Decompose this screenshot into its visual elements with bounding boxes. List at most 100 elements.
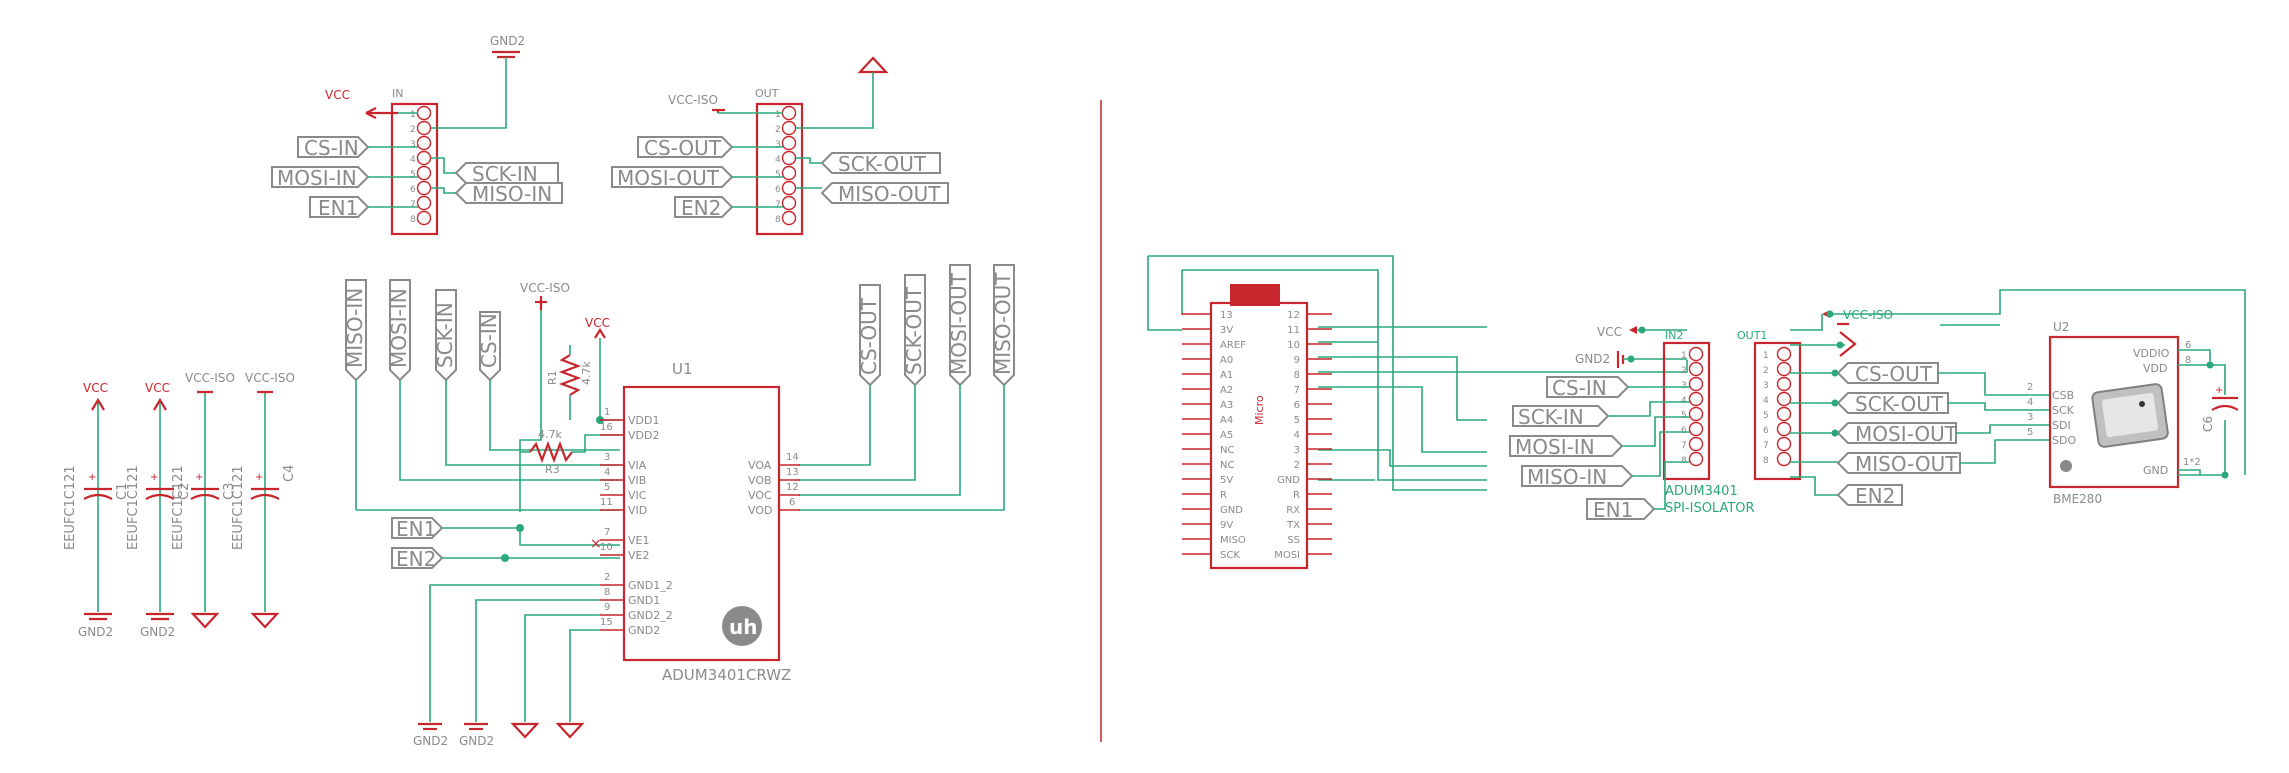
pin-num: 1 (604, 407, 610, 418)
vlabel: CS-OUT (857, 297, 881, 375)
micro-left-pin-label: NC (1220, 445, 1234, 456)
micro-left-pin-label: 3V (1220, 325, 1233, 336)
out-pin-number: 2 (775, 125, 781, 135)
en2-label: EN2 (681, 196, 721, 220)
en1-label: EN1 (1593, 498, 1633, 522)
vlabel: SCK-IN (433, 302, 457, 368)
svg-text:×: × (590, 536, 602, 552)
r3-name: R3 (545, 463, 560, 476)
cap-rail-label: VCC-ISO (185, 371, 235, 385)
micro-right-pin-label: 4 (1294, 430, 1300, 441)
pin-name: VOA (748, 459, 772, 472)
gnd2-label: GND2 (1575, 352, 1610, 366)
vertical-net-labels: MISO-IN MOSI-IN SCK-IN CS-IN CS-OUT SCK-… (343, 264, 1015, 511)
vlabel: MISO-OUT (991, 272, 1015, 375)
u2-part: BME280 (2053, 492, 2102, 506)
cs-in-label: CS-IN (304, 136, 359, 160)
u1-logo (722, 606, 762, 646)
out1-pin (1776, 406, 1792, 422)
out1-pin (1776, 376, 1792, 392)
micro-right-pin-label: RX (1286, 505, 1300, 516)
mosi-in-label: MOSI-IN (277, 166, 357, 190)
cap-ground-label: GND2 (140, 625, 175, 639)
pin-name: VDDIO (2133, 347, 2170, 360)
in2-pin (1688, 421, 1704, 437)
vlabel: MOSI-IN (387, 288, 411, 368)
pin-name: VIA (628, 459, 647, 472)
pin-num: 8 (2185, 355, 2191, 366)
out1-pin-number: 6 (1763, 426, 1769, 436)
micro-left-pin-label: 13 (1220, 310, 1233, 321)
vcc-symbol-in: VCC (325, 88, 418, 119)
miso-out-label: MISO-OUT (1855, 452, 1958, 476)
micro-right-pin-label: MOSI (1274, 550, 1300, 561)
out1-name: OUT1 (1737, 329, 1767, 342)
u2-chip: U2 BME280 2 CSB 4 SCK 3 SDI 5 SDO 6 VDDI… (2027, 320, 2229, 506)
in-pin-number: 2 (410, 125, 416, 135)
pin-name: VDD1 (628, 414, 659, 427)
out-header: OUT 1 2 3 4 5 6 7 8 (755, 87, 804, 236)
pin-num: 3 (2027, 412, 2033, 423)
micro-left-pin-label: 5V (1220, 475, 1233, 486)
out1-pin-number: 2 (1763, 366, 1769, 376)
pin-num: 9 (604, 602, 610, 613)
gnd2-label: GND2 (459, 734, 494, 748)
vlabel: SCK-OUT (902, 286, 926, 375)
c6-name: C6 (2201, 416, 2215, 432)
micro-right-pin-label: GND (1277, 475, 1300, 486)
in2-pin (1688, 451, 1704, 467)
cap-name: C2 (177, 483, 192, 500)
vcc-label: VCC (585, 316, 610, 330)
cap-rail-label: VCC (145, 381, 170, 395)
pin-name: SDO (2052, 434, 2076, 447)
in-pin-number: 8 (410, 215, 416, 225)
pin-name: VE1 (628, 534, 649, 547)
micro-right-pin-label: 5 (1294, 415, 1300, 426)
pin-num: 12 (786, 482, 799, 493)
micro-left-pin-label: GND (1220, 505, 1243, 516)
out1-pin-number: 4 (1763, 396, 1769, 406)
vcc-label: VCC (1597, 325, 1622, 339)
micro-left-pin-label: R (1220, 490, 1227, 501)
sck-out-label: SCK-OUT (1855, 392, 1944, 416)
out-pin-number: 4 (775, 155, 781, 165)
in2-pin-number: 2 (1681, 366, 1687, 376)
cap-part: EEUFC1C121 (126, 465, 141, 550)
in2-power: VCC GND2 (1575, 325, 1687, 368)
pin-name: SCK (2052, 404, 2075, 417)
micro-left-pin-label: A3 (1220, 400, 1233, 411)
in-pin-number: 3 (410, 140, 416, 150)
u1-enable-labels: EN1 EN2 × (391, 517, 620, 571)
cs-out-label: CS-OUT (1855, 362, 1933, 386)
out-pin-number: 3 (775, 140, 781, 150)
pin-num: 14 (786, 452, 799, 463)
in-pin-number: 4 (410, 155, 416, 165)
micro-right-pin-label: TX (1286, 520, 1300, 531)
sck-out-label: SCK-OUT (838, 152, 927, 176)
pin-num: 6 (2185, 340, 2191, 351)
gnd2-label: GND2 (413, 734, 448, 748)
micro-right-pin-label: 11 (1287, 325, 1300, 336)
bme280-sensor-icon (2091, 383, 2169, 448)
miso-out-label: MISO-OUT (838, 182, 941, 206)
out-pin-number: 7 (775, 200, 781, 210)
svg-text:+: + (150, 472, 158, 483)
out1-pin (1776, 361, 1792, 377)
micro-right-pin-label: R (1293, 490, 1300, 501)
cs-out-label: CS-OUT (644, 136, 722, 160)
micro-right-pin-label: 10 (1287, 340, 1300, 351)
cs-in-label: CS-IN (1552, 376, 1607, 400)
en1-label: EN1 (318, 196, 358, 220)
vlabel: MOSI-OUT (947, 272, 971, 375)
miso-in-label: MISO-IN (1527, 465, 1607, 489)
pin-name: GND (2143, 464, 2168, 477)
in2-pin (1688, 406, 1704, 422)
in-header-pins: 1 2 3 4 5 6 7 8 (410, 105, 432, 226)
r3-value: 4.7k (538, 428, 562, 441)
svg-text:+: + (88, 472, 96, 483)
in2-pin-number: 5 (1681, 411, 1687, 421)
